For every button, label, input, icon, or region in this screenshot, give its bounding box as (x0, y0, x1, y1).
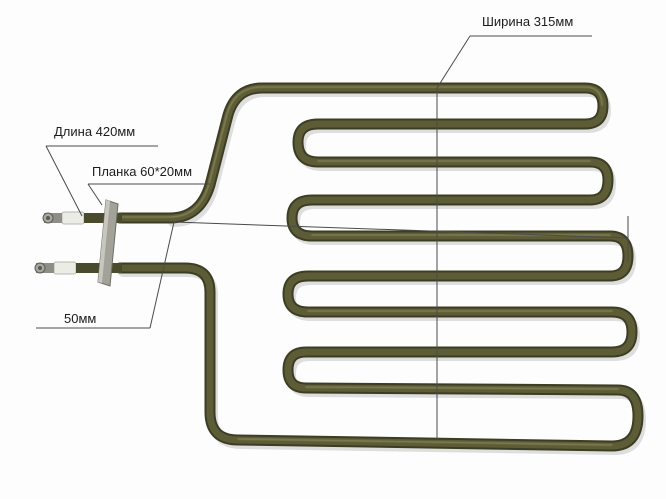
mounting-plate (97, 199, 119, 287)
width-dimension-label: Ширина 315мм (482, 14, 574, 29)
length-dimension-label: Длина 420мм (54, 124, 136, 139)
terminal-upper (42, 211, 122, 225)
callout-lines (36, 35, 629, 440)
offset-dimension-label: 50мм (64, 311, 97, 326)
plate-dimension-label: Планка 60*20мм (92, 164, 193, 179)
element-tube (114, 82, 644, 452)
